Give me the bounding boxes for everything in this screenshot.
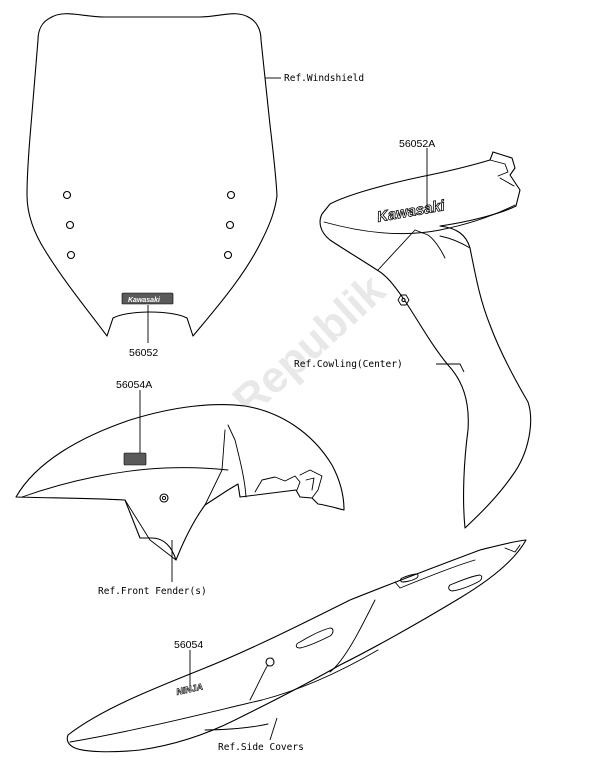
cowling-outline — [319, 151, 532, 529]
cowling-fold-line — [323, 204, 516, 235]
fender-rear-bracket — [299, 469, 323, 499]
label-front-fender: Ref.Front Fender(s) — [98, 586, 207, 597]
mount-hole — [66, 250, 76, 260]
mount-hole — [65, 220, 75, 230]
fender-rear-bracket — [254, 475, 301, 493]
fender-inner-panel — [204, 429, 226, 506]
label-cowling-center: Ref.Cowling(Center) — [294, 359, 403, 370]
side-cover-ridge — [69, 649, 379, 743]
cowling-center-part: Kawasaki 56052A Ref.Cowling(Center) — [294, 138, 532, 529]
side-cover-hole — [265, 657, 275, 667]
cowling-bracket — [489, 159, 509, 177]
side-cover-seam — [329, 599, 376, 673]
side-cover-seam — [204, 723, 269, 731]
fender-bolt-hole — [161, 495, 167, 501]
decal-56052 — [121, 292, 174, 305]
windshield-part: Kawasaki Ref.Windshield 56052 — [26, 13, 364, 359]
leader-side-covers — [269, 717, 278, 741]
mount-hole — [225, 220, 235, 230]
label-side-covers: Ref.Side Covers — [218, 742, 304, 753]
side-cover-slot — [295, 627, 334, 649]
cowling-inner-edge — [439, 235, 471, 249]
side-cover-ridge — [394, 559, 476, 589]
callout-56054: 56054 — [174, 639, 203, 651]
decal-56052-brand: Kawasaki — [128, 297, 161, 304]
side-cover-slot — [448, 574, 483, 592]
callout-56054A: 56054A — [116, 379, 152, 391]
front-fender-part: 56054A Ref.Front Fender(s) — [15, 379, 345, 597]
cowling-inner-edge — [377, 229, 446, 271]
fender-inner-panel — [21, 467, 229, 498]
cowling-rivet — [397, 294, 410, 306]
callout-56052: 56052 — [129, 347, 158, 359]
callout-56052A: 56052A — [399, 138, 435, 150]
mount-hole — [226, 190, 236, 200]
decal-56054A — [123, 452, 147, 466]
side-cover-slot — [400, 573, 419, 583]
fender-blade — [124, 499, 177, 561]
mount-hole — [223, 250, 233, 260]
fender-rear-bracket — [305, 477, 315, 491]
fender-inner-panel — [227, 424, 247, 498]
fender-bolt-hole — [159, 493, 169, 503]
mount-hole — [62, 190, 72, 200]
windshield-outline — [26, 13, 278, 337]
side-cover-tip — [504, 544, 521, 553]
cowling-rivet-center — [401, 297, 406, 303]
leader-cowling — [436, 363, 465, 373]
side-covers-part: NINJA 56054 Ref.Side Covers — [66, 539, 527, 753]
label-windshield: Ref.Windshield — [284, 73, 364, 84]
cowling-bracket — [499, 177, 515, 187]
fender-outline — [15, 404, 345, 561]
